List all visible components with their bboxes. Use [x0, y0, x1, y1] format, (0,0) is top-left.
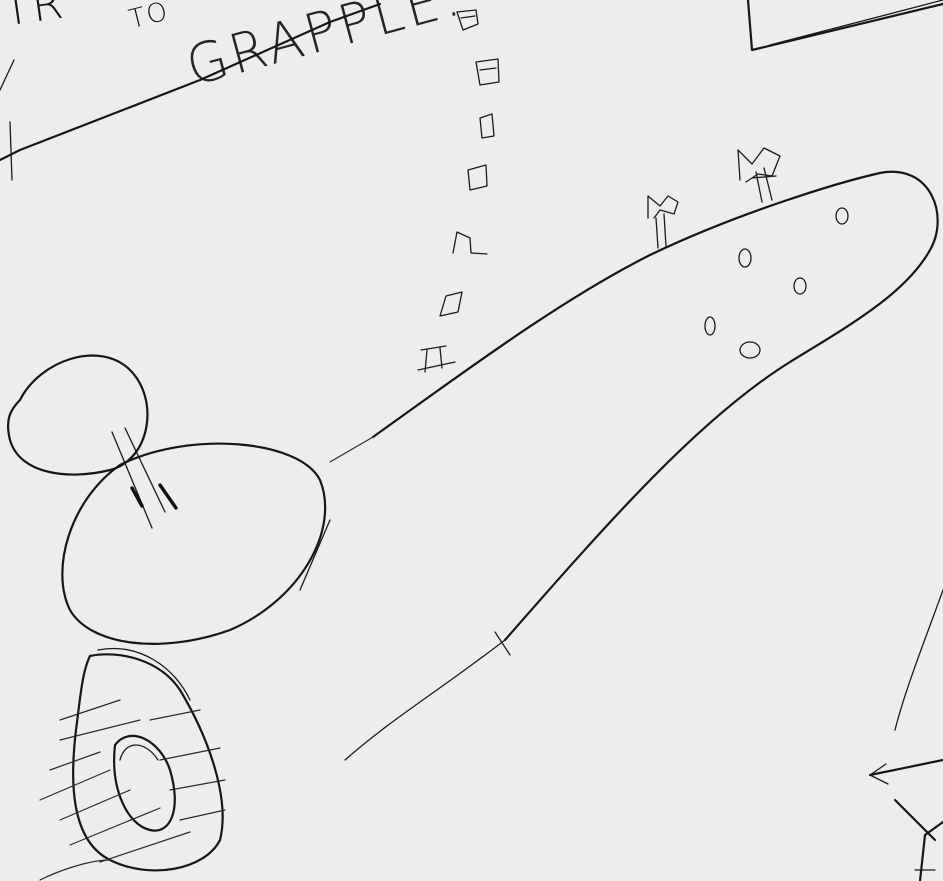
bottom-right-sketch — [870, 590, 943, 881]
circle-dot-5 — [740, 342, 760, 358]
circle-dot-1 — [836, 208, 848, 224]
lower-egg-inner — [114, 736, 175, 831]
frame-tick — [10, 122, 12, 180]
lower-egg-outer — [73, 654, 222, 870]
middle-oval-group — [62, 444, 330, 644]
top-right-box — [748, 0, 943, 50]
rod-2 — [125, 428, 165, 512]
trail-square-2 — [476, 59, 499, 85]
circle-dot-2 — [739, 249, 751, 267]
br-diagonal — [895, 800, 935, 840]
tower-right-icon — [738, 148, 780, 202]
trail-square-5 — [453, 232, 487, 254]
rod-1 — [112, 432, 152, 528]
br-corner — [920, 822, 943, 881]
oval-side-stroke — [300, 520, 330, 590]
elongated-body — [330, 172, 938, 760]
circle-dot-3 — [794, 278, 806, 294]
body-neck — [330, 437, 373, 462]
lower-egg-rim — [98, 649, 190, 700]
frame-edge — [0, 60, 14, 90]
trail-square-4 — [468, 165, 487, 190]
tower-left-icon — [648, 196, 678, 248]
middle-oval — [62, 444, 325, 644]
top-left-frame — [0, 4, 380, 180]
body-circles — [705, 208, 848, 358]
inner-highlight — [120, 745, 158, 760]
body-tail-lower — [345, 640, 505, 760]
lower-egg-group — [40, 649, 225, 880]
egg-bottom-line — [40, 860, 110, 880]
towers — [648, 148, 780, 248]
square-trail — [418, 10, 499, 372]
upper-oval — [8, 356, 147, 475]
frame-baseline — [0, 4, 380, 160]
br-curve — [895, 590, 943, 730]
trail-square-3 — [480, 114, 494, 138]
upper-oval-group — [8, 356, 176, 528]
trail-square-6 — [440, 292, 462, 316]
rod-joint-2 — [160, 485, 176, 508]
trail-square-1 — [457, 10, 478, 30]
trail-square-7 — [418, 346, 455, 372]
circle-dot-4 — [705, 317, 715, 335]
box-inner-line — [770, 0, 943, 45]
body-outline — [373, 172, 938, 640]
